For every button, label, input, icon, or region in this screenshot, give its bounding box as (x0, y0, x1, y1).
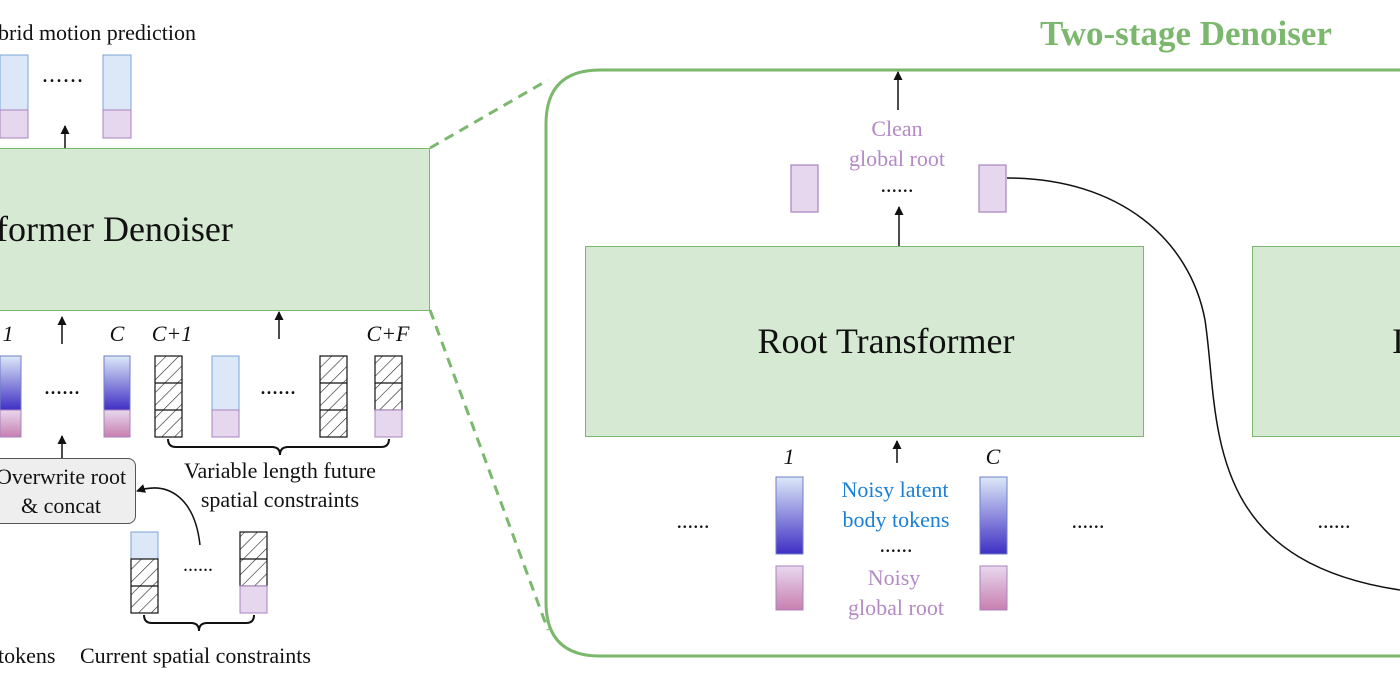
second-transformer-label: I (1392, 321, 1400, 361)
right-right-dots: ...... (1071, 508, 1105, 533)
right-far-dots: ...... (1317, 508, 1351, 533)
connector-curve (1006, 177, 1400, 591)
noisy-root-token-1 (775, 565, 804, 611)
output-token-c (102, 54, 132, 111)
current-brace (143, 614, 255, 632)
output-dots: ...... (42, 62, 84, 88)
root-transformer-label: Root Transformer (757, 321, 1015, 361)
index-c1: C+1 (151, 321, 193, 346)
noisy-mid-dots: ...... (879, 532, 913, 557)
zoom-line-top (429, 78, 549, 150)
second-transformer-box (1252, 246, 1400, 437)
root-token-1 (0, 409, 22, 438)
zoom-line-bottom (428, 309, 550, 631)
index-c-left: C (109, 321, 125, 346)
clean-root-token-1 (790, 164, 819, 213)
future-brace (167, 438, 390, 456)
index-1-right: 1 (783, 444, 795, 469)
root-transformer-box (585, 246, 1144, 437)
output-root-c (102, 109, 132, 139)
index-1-left: 1 (2, 321, 14, 346)
current-dots: ...... (183, 554, 213, 576)
transformer-denoiser-label: former Denoiser (0, 209, 233, 249)
noisy-latent-line2: body tokens (842, 507, 950, 532)
clean-line1: Clean (871, 116, 923, 141)
clean-dots: ...... (880, 172, 914, 197)
current-body-token (130, 531, 159, 560)
output-root-1 (0, 109, 29, 139)
two-stage-frame (544, 68, 1400, 658)
noisy-root-line1: Noisy (867, 565, 921, 590)
overwrite-line2: & concat (20, 493, 102, 518)
hybrid-motion-label: brid motion prediction (0, 20, 196, 45)
future-root-token (211, 409, 240, 438)
future-constraint-cf (374, 355, 403, 438)
future-constraint-mid (319, 355, 348, 438)
current-constraint-1 (130, 558, 159, 614)
index-c-right: C (985, 444, 1001, 469)
left-mid-dots-2: ...... (260, 374, 296, 400)
overwrite-line1: Overwrite root (0, 464, 127, 489)
index-cf: C+F (366, 321, 410, 346)
noisy-root-token-c (979, 565, 1008, 611)
right-left-dots: ...... (676, 508, 710, 533)
future-constraint-c1 (154, 355, 183, 438)
noisy-latent-line1: Noisy latent (841, 477, 949, 502)
future-constraints-line2: spatial constraints (200, 487, 360, 512)
arrow-current-to-overwrite (136, 484, 201, 546)
body-token-1 (0, 355, 22, 411)
output-token-1 (0, 54, 29, 111)
root-token-c (103, 409, 131, 438)
future-body-token (211, 355, 240, 411)
two-stage-title: Two-stage Denoiser (1040, 14, 1332, 53)
clean-line2: global root (849, 146, 945, 171)
left-mid-dots-1: ...... (44, 374, 80, 400)
noisy-body-token-c (979, 476, 1008, 555)
future-constraints-line1: Variable length future (184, 458, 376, 483)
transformer-denoiser-box (0, 148, 430, 311)
overwrite-concat-box (0, 458, 136, 524)
tokens-label: tokens (0, 643, 56, 668)
current-constraint-2 (239, 531, 268, 614)
current-constraints-label: Current spatial constraints (80, 643, 311, 668)
noisy-root-line2: global root (848, 595, 944, 620)
body-token-c (103, 355, 131, 411)
noisy-body-token-1 (775, 476, 804, 555)
clean-root-token-c (978, 164, 1007, 213)
